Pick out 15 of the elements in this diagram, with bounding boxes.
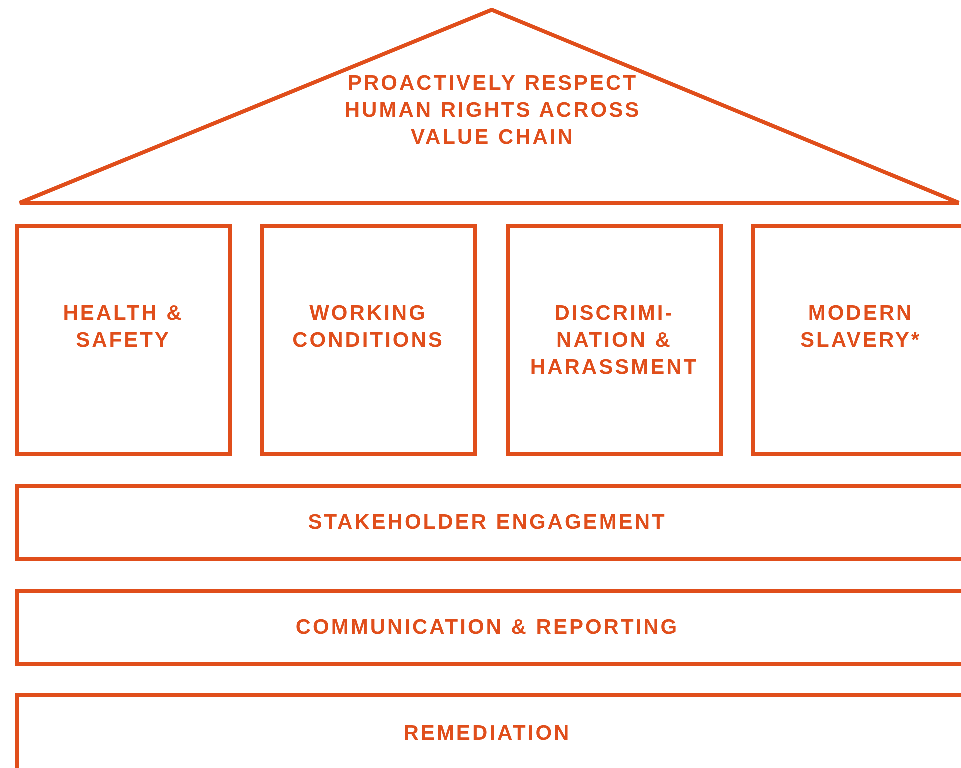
box-label: WORKING CONDITIONS <box>292 301 446 354</box>
box-label: MODERN SLAVERY* <box>799 301 923 354</box>
pillar-box <box>751 224 961 456</box>
pillar-box <box>260 224 477 456</box>
pillar-box <box>15 224 232 456</box>
foundation-band <box>15 693 961 768</box>
foundation-band <box>15 484 961 561</box>
box-label: DISCRIMI- NATION & HARASSMENT <box>529 301 700 381</box>
box-label: HEALTH & SAFETY <box>62 301 185 354</box>
box-label: REMEDIATION <box>404 720 572 746</box>
box-label: COMMUNICATION & REPORTING <box>296 615 680 641</box>
foundation-band <box>15 589 961 666</box>
pillar-box <box>506 224 723 456</box>
box-label: STAKEHOLDER ENGAGEMENT <box>308 510 667 536</box>
roof-title: PROACTIVELY RESPECT HUMAN RIGHTS ACROSS VALUE CHAIN <box>344 71 642 151</box>
